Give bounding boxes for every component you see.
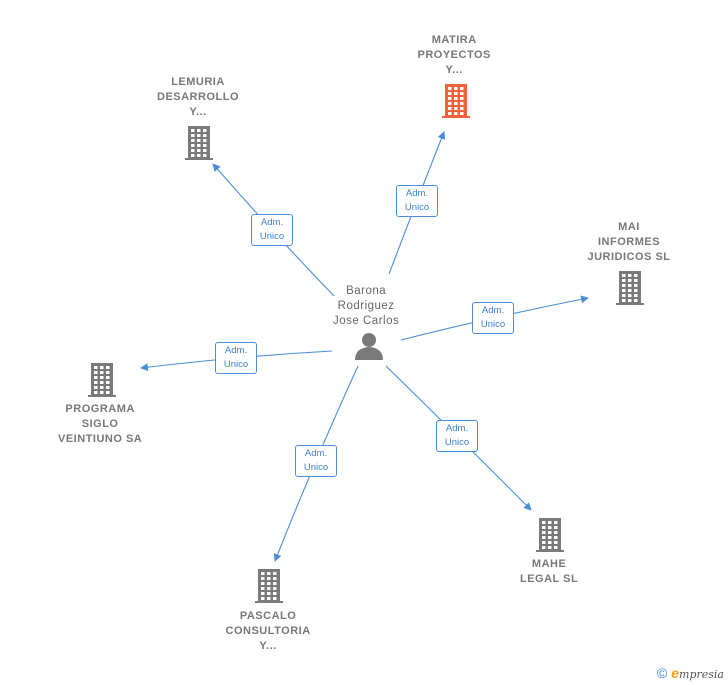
edge-label-text: Adm. [405,188,429,199]
copyright-symbol: © [656,665,668,681]
edge-label-text: Unico [303,462,329,473]
company-mai-line: MAI [618,221,640,233]
edge-label-text: Adm. [481,305,505,316]
edge-label-matira[interactable]: Adm. Unico [396,185,438,217]
company-mai-line: JURIDICOS SL [587,251,671,263]
company-programa-line: PROGRAMA [65,403,135,415]
brand-initial: e [671,665,680,681]
company-pascalo-line: CONSULTORIA [225,625,311,637]
company-mai[interactable]: MAI INFORMES JURIDICOS SL [588,220,671,265]
edge-label-text: Unico [480,319,506,330]
company-programa-line: VEINTIUNO SA [58,433,143,445]
edge-label-mahe[interactable]: Adm. Unico [436,420,478,452]
building-icon[interactable] [442,84,470,118]
brand-logo: empresia [671,665,724,681]
company-pascalo-line: Y... [259,640,277,652]
company-lemuria-line: DESARROLLO [157,91,239,103]
company-lemuria[interactable]: LEMURIA DESARROLLO Y... [157,75,239,120]
company-matira-line: PROYECTOS [417,49,491,61]
edge-label-text: Unico [404,202,430,213]
person-name-line: Barona [346,285,387,297]
edge-label-text: Adm. [224,345,248,356]
edge-label-text: Unico [444,437,470,448]
building-icon[interactable] [536,518,564,552]
edge-label-text: Adm. [260,217,284,228]
company-mai-line: INFORMES [597,236,661,248]
edge-label-text: Adm. [304,448,328,459]
company-matira-line: Y... [445,64,463,76]
company-mahe-line: LEGAL SL [520,573,579,585]
edge-label-pascalo[interactable]: Adm. Unico [295,445,337,477]
company-lemuria-line: LEMURIA [171,76,225,88]
edge-label-text: Unico [223,359,249,370]
edge-label-lemuria[interactable]: Adm. Unico [251,214,293,246]
building-icon[interactable] [255,569,283,603]
building-icon[interactable] [185,126,213,160]
company-pascalo[interactable]: PASCALO CONSULTORIA Y... [226,609,311,654]
person-name-line: Rodriguez [337,300,395,312]
building-icon[interactable] [88,363,116,397]
company-mahe[interactable]: MAHE LEGAL SL [520,557,578,587]
building-icon[interactable] [616,271,644,305]
edge-label-text: Unico [259,231,285,242]
company-pascalo-line: PASCALO [239,610,297,622]
edge-label-text: Adm. [445,423,469,434]
edge-label-mai[interactable]: Adm. Unico [472,302,514,334]
footer-brand: © empresia [657,665,724,681]
company-programa-line: SIGLO [81,418,119,430]
company-matira[interactable]: MATIRA PROYECTOS Y... [418,33,491,78]
company-lemuria-line: Y... [189,106,207,118]
brand-name: mpresia [679,668,724,681]
person-name-line: Jose Carlos [333,315,400,327]
company-programa[interactable]: PROGRAMA SIGLO VEINTIUNO SA [58,402,142,447]
company-matira-line: MATIRA [431,34,477,46]
person-icon[interactable] [355,333,383,360]
edge-label-programa[interactable]: Adm. Unico [215,342,257,374]
company-mahe-line: MAHE [531,558,567,570]
